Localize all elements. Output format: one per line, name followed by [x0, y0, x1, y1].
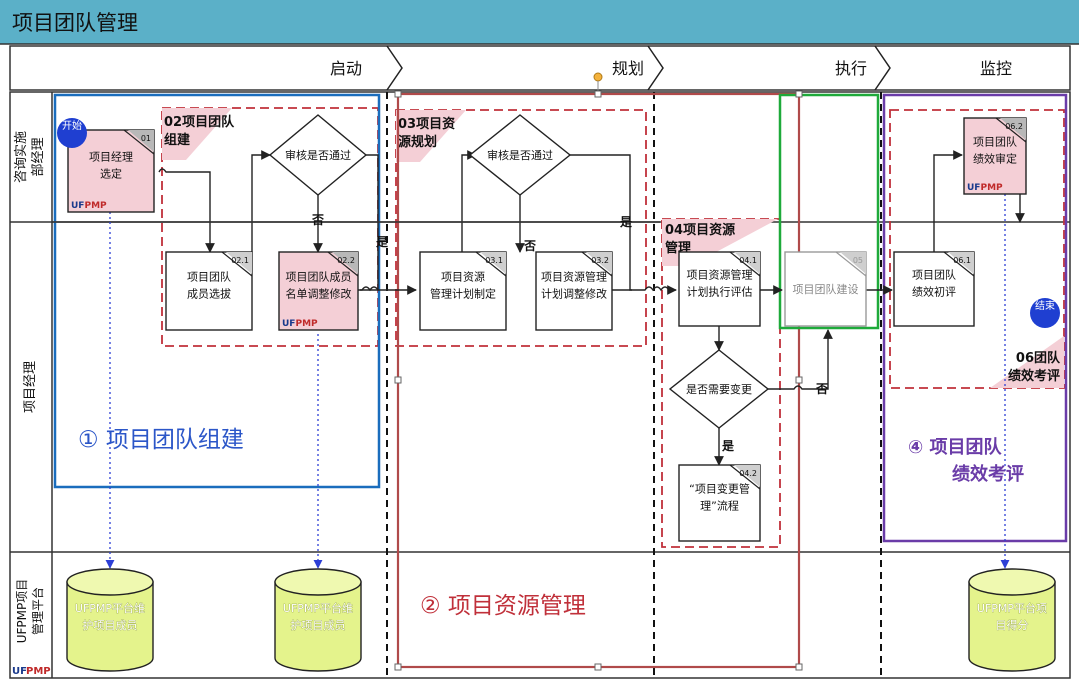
task-id: 03.1: [485, 256, 503, 265]
task-label: 项目团队: [973, 135, 1017, 149]
svg-text:是否需要变更: 是否需要变更: [686, 382, 752, 396]
annotation-team-build: ① 项目团队组建: [78, 427, 244, 453]
task-id: 02.1: [231, 256, 249, 265]
edge-label-no-2: 否: [523, 239, 536, 253]
task-label: 绩效审定: [973, 152, 1017, 166]
end-node: 结束: [1030, 298, 1060, 328]
svg-text:PMP: PMP: [26, 666, 51, 677]
lane-label-platform: UFPMP项目管理平台: [15, 579, 45, 644]
database-label: 护项目成员: [291, 618, 346, 632]
database-label: 目得分: [996, 619, 1029, 632]
task-label: 项目团队成员: [286, 270, 352, 284]
task-label: “项目变更管: [689, 482, 750, 496]
lane-label-project-manager: 项目经理: [23, 361, 38, 413]
task-id: 02.2: [337, 256, 355, 265]
task-id: 06.1: [953, 256, 971, 265]
decision-3: 是否需要变更: [668, 349, 770, 429]
task-layer: 01项目经理选定UFPMP02.1项目团队成员选拔02.2项目团队成员名单调整修…: [67, 117, 1027, 542]
task-label: 计划调整修改: [541, 287, 607, 301]
title-bar: [0, 0, 1079, 44]
purple-highlight-box: [882, 93, 1068, 543]
database-label: 护项目成员: [83, 618, 138, 632]
blue-highlight-box: [53, 93, 381, 489]
phase-arrows: [386, 45, 891, 91]
subprocess-label-06: 06团队绩效考评: [1008, 351, 1061, 384]
ufpmp-logo: UF PMP: [12, 666, 51, 677]
task-label: 理”流程: [700, 499, 739, 513]
task-label: 项目团队: [912, 268, 956, 282]
edge-label-yes-2: 是: [619, 215, 633, 229]
task-label: 项目经理: [89, 151, 133, 164]
phase-exec: 执行: [835, 59, 867, 78]
task-id: 04.1: [739, 256, 757, 265]
swimlane-grid: [9, 91, 1071, 679]
database-label: UFPMP平台维: [75, 601, 145, 615]
task-id: 05: [853, 256, 863, 265]
task-label: 选定: [100, 167, 122, 181]
ufpmp-logo: UFPMP: [71, 201, 107, 211]
task-label: 绩效初评: [912, 285, 956, 299]
decision-1: 审核是否通过: [268, 114, 368, 196]
subprocess-label-02: 02项目团队组建: [164, 115, 235, 148]
annotation-resource-mgmt: ② 项目资源管理: [420, 593, 586, 619]
task-label: 成员选拔: [187, 287, 231, 301]
ufpmp-logo: UFPMP: [967, 183, 1003, 193]
task-id: 03.2: [591, 256, 609, 265]
task-label: 计划执行评估: [687, 285, 753, 299]
edge-label-yes-3: 是: [721, 439, 735, 453]
task-05: 05 项目团队建设: [784, 251, 867, 327]
phase-monitor: 监控: [980, 59, 1012, 78]
database-label: UFPMP平台维: [283, 601, 353, 615]
task-label: 项目团队: [187, 270, 231, 284]
connectors: [52, 150, 1025, 466]
task-label: 项目资源管理: [541, 270, 607, 284]
task-id: 01: [141, 134, 151, 143]
edge-label-yes-1: 是: [375, 235, 389, 249]
task-label: 项目资源: [441, 270, 485, 284]
phase-dividers: [386, 92, 882, 678]
task-label: 管理计划制定: [430, 287, 496, 301]
task-label: 项目团队建设: [793, 282, 859, 296]
phase-start: 启动: [330, 59, 362, 78]
task-id: 06.2: [1005, 122, 1023, 131]
svg-text:审核是否通过: 审核是否通过: [285, 148, 351, 162]
task-label: 项目资源管理: [687, 268, 753, 282]
lane-label-dept-manager: 咨询实施部经理: [14, 131, 46, 183]
task-label: 名单调整修改: [286, 287, 352, 301]
svg-text:开始: 开始: [62, 119, 82, 132]
start-node: 开始: [57, 118, 87, 148]
db-links: [105, 194, 1010, 569]
selection-handles: [394, 90, 803, 671]
subprocess-label-03: 03项目资源规划: [398, 116, 455, 150]
green-highlight-box: [778, 93, 880, 330]
svg-text:UF: UF: [12, 666, 27, 677]
svg-text:结束: 结束: [1035, 299, 1055, 312]
decision-2: 审核是否通过: [468, 114, 572, 196]
annotation-performance: ④ 项目团队绩效考评: [908, 436, 1024, 485]
database-label: UFPMP平台项: [977, 601, 1047, 615]
task-id: 04.2: [739, 469, 757, 478]
page-title: 项目团队管理: [12, 11, 138, 35]
phase-plan: 规划: [612, 59, 644, 78]
svg-text:审核是否通过: 审核是否通过: [487, 148, 553, 162]
edge-label-no-1: 否: [311, 213, 324, 227]
edge-label-no-3: 否: [815, 382, 828, 396]
ufpmp-logo: UFPMP: [282, 319, 318, 329]
